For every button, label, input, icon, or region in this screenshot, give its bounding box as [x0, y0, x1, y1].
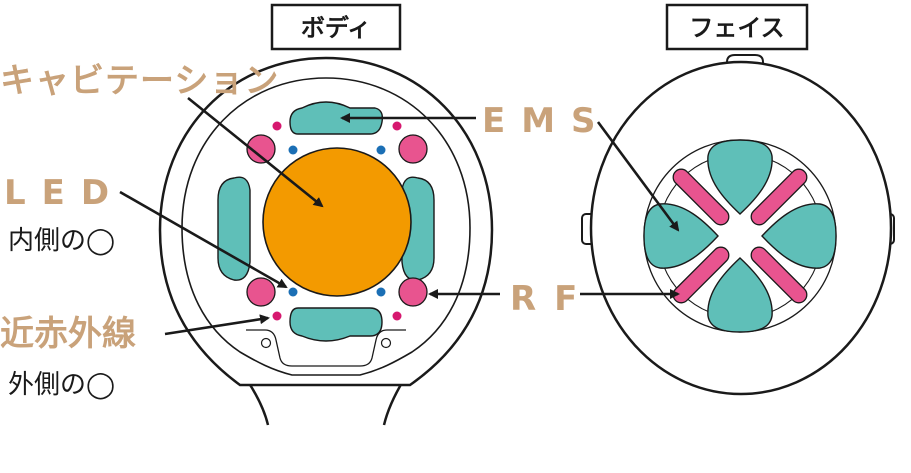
cavitation-head	[262, 147, 412, 297]
title-body: ボディ	[301, 14, 371, 42]
rf-bar-bottom-right	[750, 246, 808, 304]
arrow-cavitation	[187, 96, 324, 208]
ems-petal-bottom	[707, 257, 773, 333]
arrow-infrared	[164, 314, 270, 336]
rf-electrode-top-right	[398, 134, 428, 164]
ems-pad-top	[289, 101, 384, 135]
face-device	[581, 54, 895, 396]
ems-petal-left	[643, 203, 719, 269]
infrared-dot-bottom-right	[392, 311, 402, 321]
led-dot-top-left	[288, 145, 298, 155]
rf-electrode-top-left	[246, 134, 276, 164]
infrared-dot-top-right	[392, 121, 402, 131]
title-face-box: フェイス	[665, 3, 809, 51]
body-bottom-notch	[246, 329, 406, 367]
face-device-outline	[589, 60, 893, 396]
label-ems: EMS	[482, 101, 612, 141]
label-infrared-note: 外側の◯	[8, 370, 115, 400]
label-infrared: 近赤外線	[0, 314, 136, 354]
body-screw-left	[260, 337, 272, 349]
body-screw-right	[380, 337, 392, 349]
rf-bar-bottom-left	[672, 246, 730, 304]
title-body-box: ボディ	[270, 3, 402, 51]
led-dot-bottom-left	[288, 287, 298, 297]
rf-electrode-bottom-right	[398, 277, 428, 307]
rf-bar-group	[672, 168, 808, 304]
rf-bar-top-right	[750, 168, 808, 226]
led-dot-top-right	[376, 145, 386, 155]
rf-bar-top-left	[672, 168, 730, 226]
ems-petal-right	[761, 203, 837, 269]
led-dot-bottom-right	[376, 287, 386, 297]
ems-pad-left	[217, 176, 251, 281]
label-led-note: 内側の◯	[8, 226, 115, 256]
title-face: フェイス	[689, 14, 784, 42]
label-rf: RF	[510, 279, 595, 319]
label-led: LED	[4, 173, 125, 213]
ems-petal-top	[707, 139, 773, 215]
arrow-ems-face	[596, 121, 680, 232]
infrared-dot-top-left	[272, 121, 282, 131]
ems-pad-bottom	[289, 307, 383, 342]
arrow-led	[119, 190, 288, 289]
label-cavitation: キャビテーション	[0, 61, 279, 101]
arrows	[119, 96, 680, 336]
rf-electrode-bottom-left	[246, 277, 276, 307]
infrared-dot-bottom-left	[272, 311, 282, 321]
body-device	[158, 56, 494, 426]
